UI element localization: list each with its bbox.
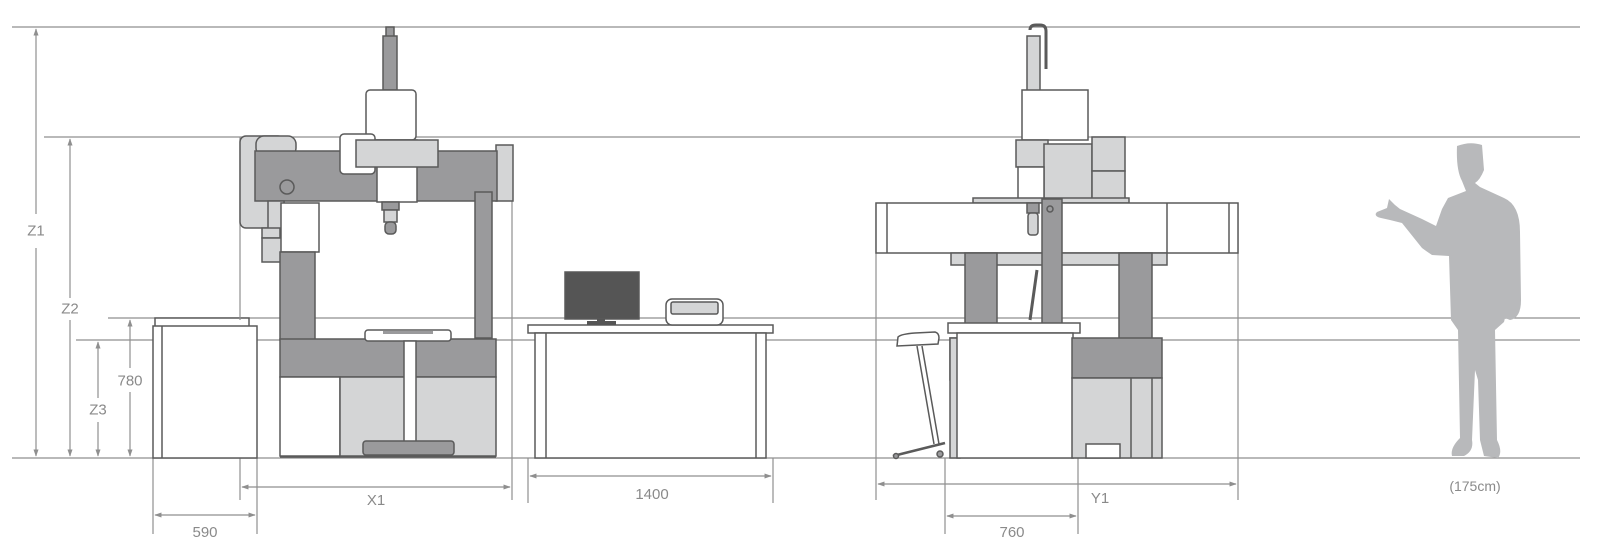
dimension-label-x1: X1: [366, 492, 386, 509]
cmm-front-view: [239, 26, 514, 458]
operator-stool-side: [892, 331, 946, 460]
dimension-label-780: 780: [117, 371, 143, 391]
dimension-label-z2: Z2: [61, 299, 79, 319]
human-silhouette: [1375, 143, 1521, 458]
computer-desk: [527, 271, 774, 459]
horizontal-dimension-arrows: [152, 458, 1239, 534]
human-height-label: (175cm): [1449, 478, 1501, 494]
controller-cabinet: [152, 317, 258, 459]
vertical-dimension-arrows: [33, 28, 133, 457]
dimension-label-590: 590: [192, 524, 218, 541]
dimension-label-z1: Z1: [27, 221, 45, 241]
dimension-label-y1: Y1: [1090, 490, 1110, 507]
dimension-label-1400: 1400: [635, 486, 669, 503]
cmm-side-view: [875, 23, 1239, 459]
dimension-label-z3: Z3: [89, 400, 107, 420]
dimension-label-760: 760: [999, 524, 1025, 541]
monitor: [564, 271, 640, 320]
